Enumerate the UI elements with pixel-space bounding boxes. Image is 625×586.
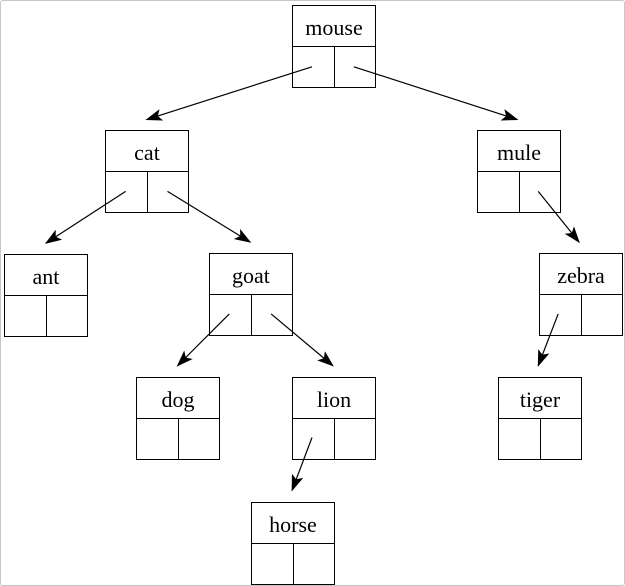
node-pointer-cells xyxy=(5,296,87,336)
node-label-mule: mule xyxy=(478,131,560,172)
left-pointer-cell xyxy=(210,295,252,335)
right-pointer-cell xyxy=(541,419,582,459)
edge-mouse-right-mule xyxy=(353,66,519,121)
left-pointer-cell xyxy=(540,295,582,335)
edge-mouse-left-cat xyxy=(145,66,313,121)
node-label-lion: lion xyxy=(293,378,375,419)
tree-node-goat: goat xyxy=(209,253,293,336)
left-pointer-cell xyxy=(499,419,541,459)
left-pointer-cell xyxy=(478,172,520,212)
node-label-goat: goat xyxy=(210,254,292,295)
tree-node-horse: horse xyxy=(251,502,335,585)
node-label-ant: ant xyxy=(5,255,87,296)
tree-node-tiger: tiger xyxy=(498,377,582,460)
right-pointer-cell xyxy=(179,419,220,459)
node-pointer-cells xyxy=(478,172,560,212)
right-pointer-cell xyxy=(520,172,561,212)
tree-node-zebra: zebra xyxy=(539,253,623,336)
node-label-cat: cat xyxy=(106,131,188,172)
right-pointer-cell xyxy=(252,295,293,335)
node-pointer-cells xyxy=(252,544,334,584)
node-pointer-cells xyxy=(293,419,375,459)
node-pointer-cells xyxy=(106,172,188,212)
tree-node-cat: cat xyxy=(105,130,189,213)
node-label-horse: horse xyxy=(252,503,334,544)
node-label-tiger: tiger xyxy=(499,378,581,419)
node-pointer-cells xyxy=(210,295,292,335)
tree-node-mule: mule xyxy=(477,130,561,213)
right-pointer-cell xyxy=(148,172,189,212)
right-pointer-cell xyxy=(335,419,376,459)
right-pointer-cell xyxy=(294,544,335,584)
left-pointer-cell xyxy=(293,47,335,87)
node-pointer-cells xyxy=(137,419,219,459)
tree-node-dog: dog xyxy=(136,377,220,460)
tree-node-lion: lion xyxy=(292,377,376,460)
node-label-dog: dog xyxy=(137,378,219,419)
node-label-zebra: zebra xyxy=(540,254,622,295)
tree-node-mouse: mouse xyxy=(292,5,376,88)
right-pointer-cell xyxy=(335,47,376,87)
tree-node-ant: ant xyxy=(4,254,88,337)
left-pointer-cell xyxy=(106,172,148,212)
left-pointer-cell xyxy=(293,419,335,459)
node-pointer-cells xyxy=(540,295,622,335)
left-pointer-cell xyxy=(5,296,47,336)
right-pointer-cell xyxy=(582,295,623,335)
node-label-mouse: mouse xyxy=(293,6,375,47)
left-pointer-cell xyxy=(252,544,294,584)
node-pointer-cells xyxy=(499,419,581,459)
node-pointer-cells xyxy=(293,47,375,87)
right-pointer-cell xyxy=(47,296,88,336)
left-pointer-cell xyxy=(137,419,179,459)
